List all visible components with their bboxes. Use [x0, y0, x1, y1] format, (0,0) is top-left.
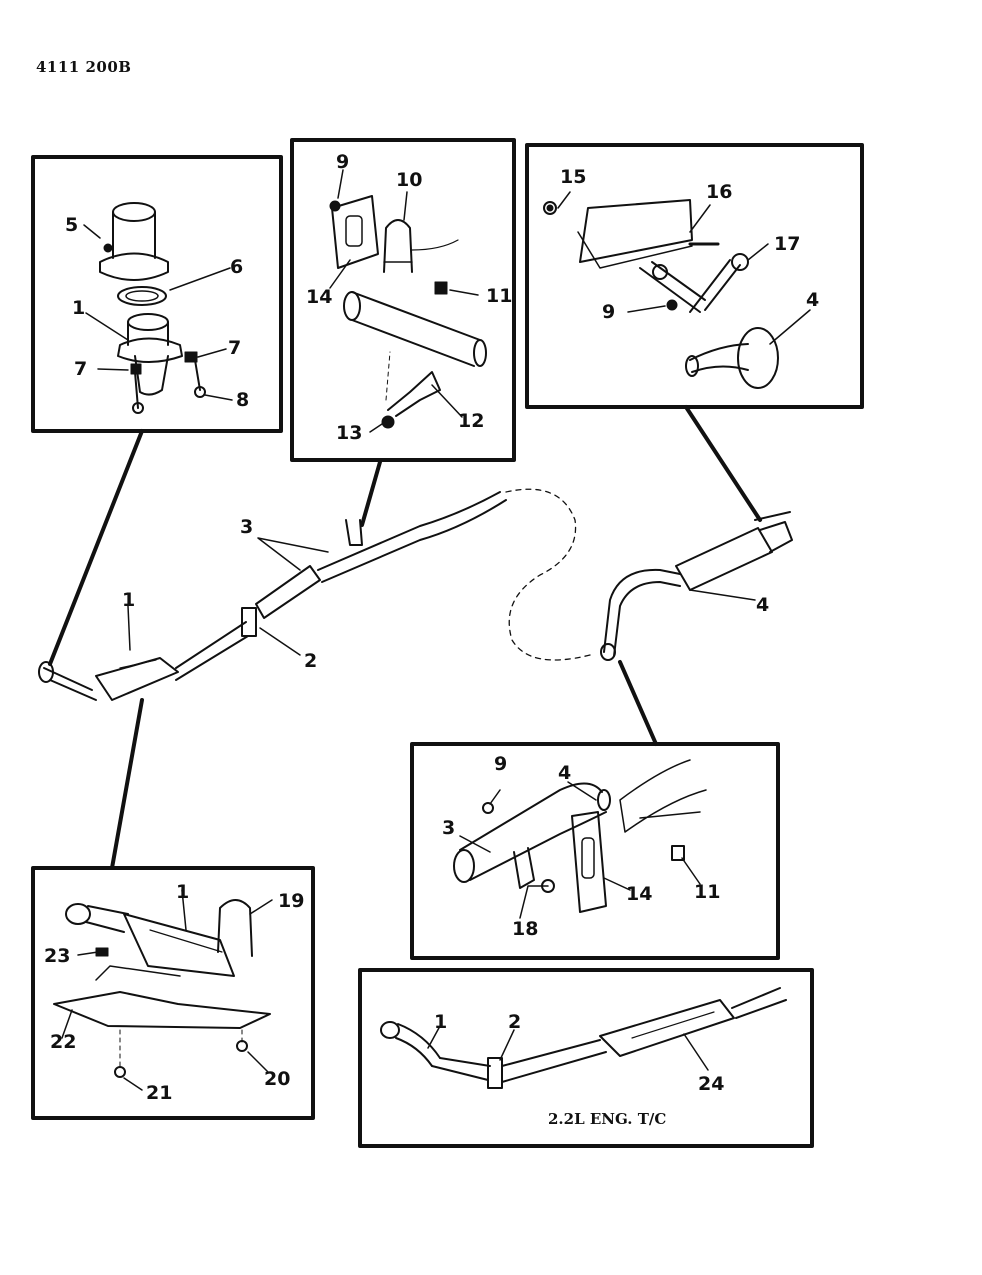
- callouts-top-right: 15 16 17 9 4: [560, 166, 819, 323]
- detail-connector-lines: [48, 405, 762, 870]
- detail-box-pipe-hanger: [290, 138, 516, 462]
- detail-box-intermediate-hanger: [410, 742, 780, 960]
- detail-box-flange-joint: [31, 155, 283, 433]
- callout-label: 1: [176, 881, 189, 903]
- callout-label: 2: [508, 1011, 521, 1033]
- callout-label: 4: [756, 594, 769, 616]
- callout-label: 17: [774, 233, 800, 255]
- callout-label: 16: [706, 181, 732, 203]
- callout-label: 11: [486, 285, 512, 307]
- document-id: 4111 200B: [36, 58, 132, 76]
- callout-label: 1: [122, 589, 135, 611]
- callout-label: 24: [698, 1073, 724, 1095]
- callout-label: 9: [494, 753, 507, 775]
- callouts-top-left: 5 6 1 7 7 8: [65, 214, 249, 411]
- callout-label: 1: [434, 1011, 447, 1033]
- callout-label: 13: [336, 422, 362, 444]
- callout-label: 4: [806, 289, 819, 311]
- callout-label: 19: [278, 890, 304, 912]
- callouts-top-center: 9 10 14 11 12 13: [306, 151, 512, 444]
- callout-label: 15: [560, 166, 586, 188]
- callout-label: 10: [396, 169, 422, 191]
- callout-label: 5: [65, 214, 78, 236]
- detail-box-tailpipe-hanger: [525, 143, 864, 409]
- callout-label: 11: [694, 881, 720, 903]
- callout-label: 4: [558, 762, 571, 784]
- callout-label: 7: [74, 358, 87, 380]
- callouts-bottom-right: 1 2 24: [434, 1011, 724, 1095]
- callouts-main: 3 1 2 4: [122, 516, 769, 672]
- callout-label: 2: [304, 650, 317, 672]
- callouts-bottom-left: 1 19 23 22 21 20: [44, 881, 304, 1104]
- detail-box-turbo-front-pipe: [358, 968, 814, 1148]
- callout-label: 22: [50, 1031, 76, 1053]
- callout-label: 3: [240, 516, 253, 538]
- callout-label: 20: [264, 1068, 290, 1090]
- callout-label: 1: [72, 297, 85, 319]
- callout-label: 6: [230, 256, 243, 278]
- callout-label: 9: [602, 301, 615, 323]
- callout-label: 12: [458, 410, 484, 432]
- callout-label: 9: [336, 151, 349, 173]
- callout-label: 7: [228, 337, 241, 359]
- callout-label: 18: [512, 918, 538, 940]
- callout-label: 21: [146, 1082, 172, 1104]
- callout-label: 23: [44, 945, 70, 967]
- engine-caption: 2.2L ENG. T/C: [548, 1110, 666, 1128]
- main-exhaust-assembly: [38, 488, 793, 701]
- callout-label: 14: [626, 883, 652, 905]
- callout-label: 8: [236, 389, 249, 411]
- callouts-mid-right: 9 4 3 14 11 18: [442, 753, 720, 940]
- callout-label: 3: [442, 817, 455, 839]
- detail-box-converter-shield: [31, 866, 315, 1120]
- callout-label: 14: [306, 286, 332, 308]
